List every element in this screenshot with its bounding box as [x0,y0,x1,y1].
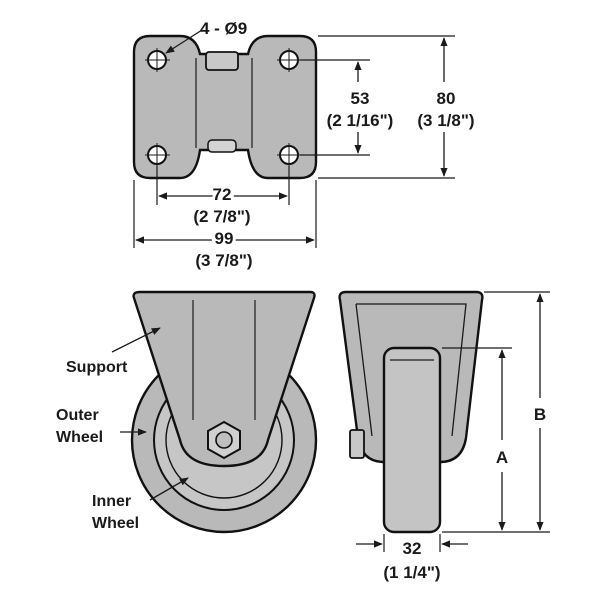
side-view: A B 32 (1 1/4") [338,290,550,582]
support-bracket [132,290,316,468]
dim-53-in: (2 1/16") [327,111,394,130]
axle-bolt [215,431,233,449]
dim-80-mm: 80 [437,89,456,108]
dim-32-mm: 32 [403,539,422,558]
hole-callout-leader [165,29,203,54]
top-view: 4 - Ø9 53 (2 1/16") 80 (3 1/8") 72 (2 7/… [132,19,475,270]
dim-80-in: (3 1/8") [417,111,474,130]
side-extension-lines [383,291,550,552]
hole-callout-label: 4 - Ø9 [200,19,247,38]
support-leader [111,327,161,353]
dim-a-label: A [496,448,508,467]
dim-32-in: (1 1/4") [383,563,440,582]
outer-wheel-label-2: Wheel [56,429,103,446]
dim-99-in: (3 7/8") [195,251,252,270]
wheel-top-edge [207,139,237,153]
axle-nut-side [349,429,365,459]
side-wheel [382,346,442,534]
dim-72-mm: 72 [213,185,232,204]
horizontal-extension-lines [133,166,317,248]
inner-wheel-label-1: Inner [92,493,131,510]
side-bracket-inner [355,303,467,437]
dim-72-in: (2 7/8") [193,207,250,226]
inner-wheel-leader [149,477,189,501]
support-label: Support [66,359,128,376]
inner-wheel-label-2: Wheel [92,515,139,532]
mounting-plate [132,34,318,180]
dim-b-label: B [534,405,546,424]
vertical-extension-lines [300,35,455,179]
dim-53-mm: 53 [351,89,370,108]
front-view: Support Outer Wheel Inner Wheel [56,290,318,534]
outer-wheel-label-1: Outer [56,407,99,424]
axle-nut-top [205,51,239,71]
plate-inner-contour [195,58,253,148]
dim-99-mm: 99 [215,229,234,248]
